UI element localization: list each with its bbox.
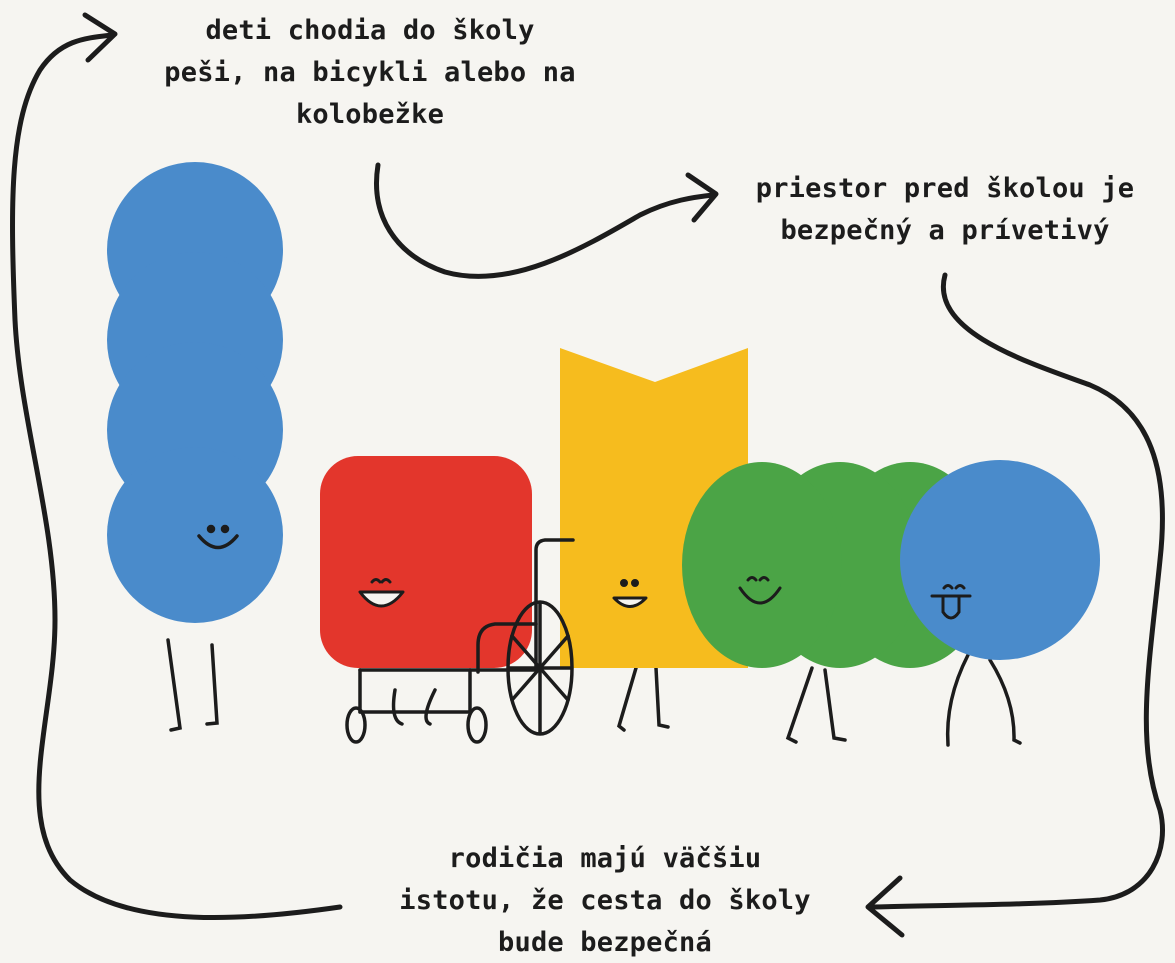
caption-bottom-line-1: rodičia majú väčšiu <box>448 843 762 874</box>
caption-right-line-2: bezpečný a prívetivý <box>780 215 1110 246</box>
arrowhead-bottom <box>865 875 905 938</box>
face-laugh <box>358 578 405 608</box>
caption-top-line-3: kolobežke <box>295 99 445 130</box>
red-square-character-in-wheelchair <box>320 456 575 744</box>
caption-top-line-2: peši, na bicykli alebo na <box>164 57 576 88</box>
blue-circle-character-tongue-out <box>900 460 1100 747</box>
cycle-arrow-left <box>10 32 343 921</box>
face-smile <box>197 524 239 550</box>
face-tongue-out <box>930 584 972 620</box>
cycle-arrow-right <box>870 272 1165 910</box>
cycle-arrow-middle <box>374 162 716 279</box>
caption-right-line-1: priestor pred školou je <box>755 173 1135 204</box>
caption-bottom-line-3: bude bezpečná <box>498 927 712 958</box>
caption-kids-walk-to-school: deti chodia do školy peši, na bicykli al… <box>150 10 590 136</box>
arrowhead-top-left <box>82 12 118 63</box>
arrowhead-middle <box>685 172 719 223</box>
caption-parents-confidence: rodičia majú väčšiu istotu, že cesta do … <box>360 838 850 963</box>
face-smile-closed-eyes <box>738 576 782 605</box>
caption-top-line-1: deti chodia do školy <box>205 15 535 46</box>
blue-stacked-circles-character <box>107 162 283 732</box>
face-grin <box>612 579 648 608</box>
caption-safe-space: priestor pred školou je bezpečný a príve… <box>735 168 1155 252</box>
wheelchair <box>345 538 575 744</box>
caption-bottom-line-2: istotu, že cesta do školy <box>399 885 811 916</box>
